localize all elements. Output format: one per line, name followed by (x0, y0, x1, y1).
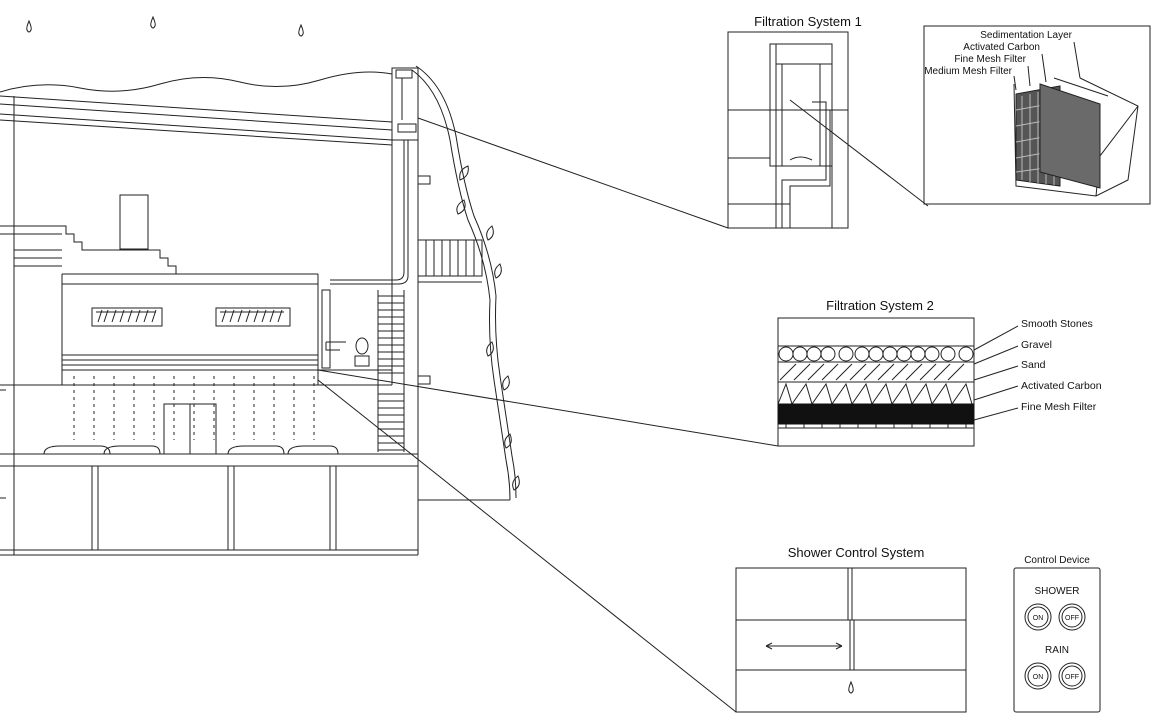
filtration-system-2-title: Filtration System 2 (826, 298, 934, 313)
fs1-layer-activated-carbon: Activated Carbon (963, 42, 1040, 53)
rain-drops (26, 15, 304, 37)
building-section (0, 65, 520, 556)
green-roof-wave (0, 71, 393, 93)
stair-hatch (377, 290, 405, 452)
fs2-layer-activated-carbon: Activated Carbon (1021, 380, 1102, 392)
smooth-stones-layer (778, 346, 974, 362)
fs2-layer-gravel: Gravel (1021, 339, 1052, 351)
shower-on-button[interactable]: ON (1024, 603, 1052, 631)
fs2-layer-fine-mesh: Fine Mesh Filter (1021, 401, 1097, 413)
shower-spray (73, 376, 315, 440)
leaf-icon (512, 475, 520, 491)
filter-ticks (785, 424, 967, 428)
filtration-system-1: Filtration System 1 Sedimentation Layer (727, 14, 1151, 229)
control-device: Control Device SHOWER ON OFF RAIN ON OFF (1013, 555, 1101, 713)
fine-mesh-band (777, 403, 975, 425)
rain-on-button[interactable]: ON (1024, 662, 1052, 690)
rain-group-label: RAIN (1045, 645, 1069, 656)
leaf-icon (459, 165, 469, 181)
leaf-icon (502, 375, 510, 391)
callout-lines (317, 99, 929, 713)
fs1-layer-fine-mesh: Fine Mesh Filter (954, 54, 1026, 65)
shower-control-system: Shower Control System (735, 545, 967, 713)
shower-off-label: OFF (1065, 615, 1079, 622)
shower-off-button[interactable]: OFF (1058, 603, 1086, 631)
climbing-vine (411, 65, 520, 501)
fs1-layer-medium-mesh: Medium Mesh Filter (924, 66, 1012, 77)
water-drop-icon (848, 680, 854, 694)
slide-arrow-icon (765, 642, 843, 650)
activated-carbon-layer (777, 382, 973, 406)
planter-right (215, 307, 291, 327)
filtration-system-1-title: Filtration System 1 (754, 14, 862, 29)
rain-drop-icon (150, 15, 156, 29)
shower-group-label: SHOWER (1035, 586, 1080, 597)
rain-on-label: ON (1033, 674, 1044, 681)
leaf-icon (486, 225, 494, 241)
rain-off-label: OFF (1065, 674, 1079, 681)
rain-off-button[interactable]: OFF (1058, 662, 1086, 690)
gravel-layer (779, 363, 965, 381)
leaf-icon (456, 199, 466, 215)
leaf-icon (494, 263, 502, 279)
fs2-layer-smooth-stones: Smooth Stones (1021, 318, 1093, 330)
fs2-layer-sand: Sand (1021, 359, 1046, 371)
fs1-layer-sedimentation: Sedimentation Layer (980, 30, 1072, 41)
shower-on-label: ON (1033, 615, 1044, 622)
leaf-icon (504, 433, 512, 449)
planter-left (91, 307, 163, 327)
leaf-icon (486, 341, 494, 357)
filtration-system-2: Filtration System 2 (777, 298, 1102, 447)
control-device-title: Control Device (1024, 555, 1090, 566)
shower-control-system-title: Shower Control System (788, 545, 925, 560)
rain-drop-icon (26, 19, 32, 33)
rain-drop-icon (298, 23, 304, 37)
